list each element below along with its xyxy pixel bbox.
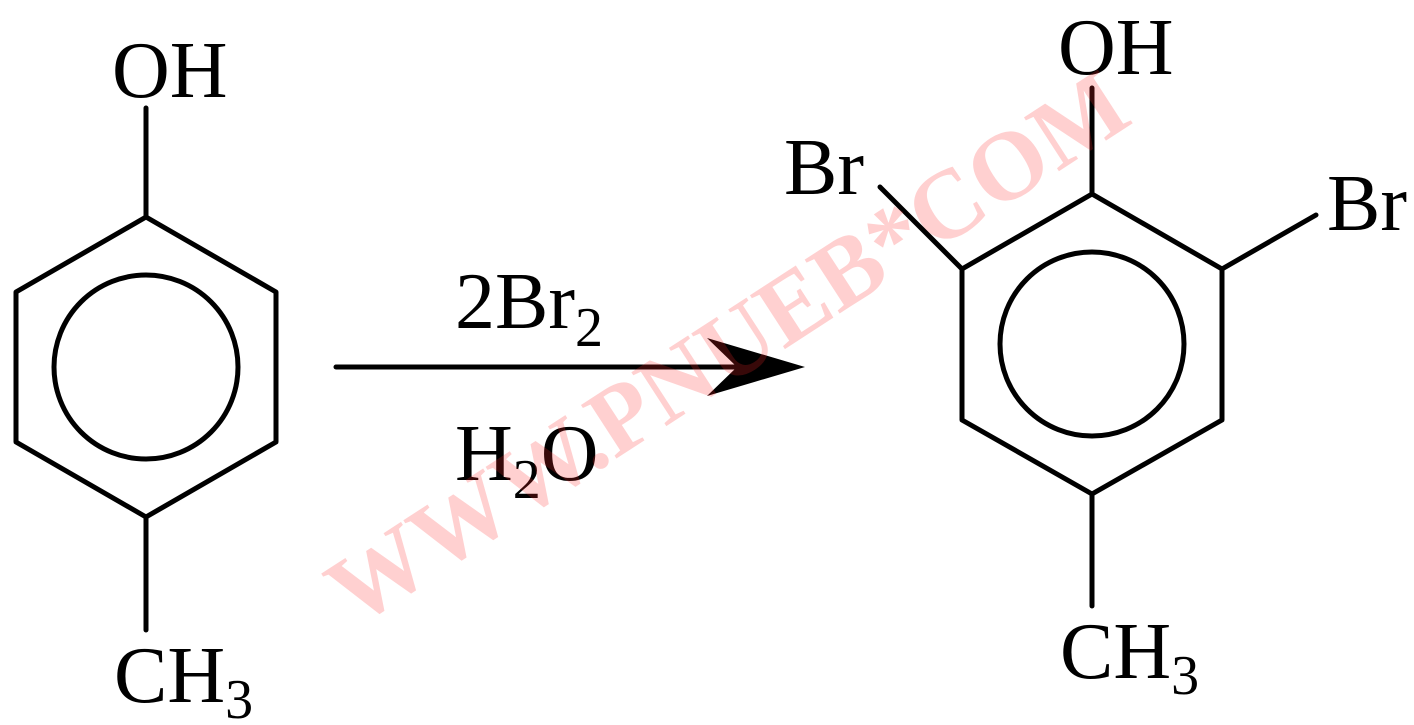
reactant-ch3-subscript: 3 — [225, 669, 253, 725]
product-left-br-label: Br — [784, 124, 864, 212]
reagent-below-label: H2O — [455, 410, 599, 511]
reactant-aromatic-circle — [51, 272, 241, 462]
reactant-ch3-label: CH3 — [114, 632, 253, 725]
reaction-arrow-group: 2Br2 H2O — [333, 258, 805, 511]
reactant-oh-label: OH — [112, 27, 228, 115]
reagent-below-h: H — [455, 410, 513, 498]
reaction-arrowhead — [707, 338, 805, 396]
reagent-above-label: 2Br2 — [455, 258, 603, 359]
watermark-text: WWW.PNUEB*COM — [308, 50, 1147, 647]
reactant-molecule: OH CH3 — [13, 27, 279, 725]
product-ch3-main: CH — [1060, 608, 1171, 696]
product-left-br-bond — [877, 184, 965, 272]
product-ch3-subscript: 3 — [1171, 645, 1199, 707]
product-right-br-bond — [1219, 212, 1319, 272]
product-oh-label: OH — [1058, 4, 1174, 92]
reagent-above-main: 2Br — [455, 258, 575, 346]
product-molecule: OH Br Br CH3 — [784, 4, 1407, 707]
product-right-br-label: Br — [1327, 160, 1407, 248]
reagent-below-subscript: 2 — [513, 449, 541, 511]
reagent-above-subscript: 2 — [575, 297, 603, 359]
reactant-ch3-main: CH — [114, 632, 225, 720]
product-aromatic-circle — [997, 249, 1187, 439]
reagent-below-o: O — [541, 410, 599, 498]
product-ch3-label: CH3 — [1060, 608, 1199, 707]
